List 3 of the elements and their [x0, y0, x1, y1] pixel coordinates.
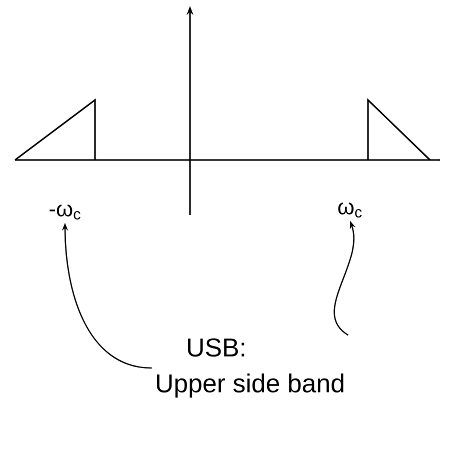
- axis-label: -ω$_{c}$: [50, 204, 80, 220]
- axis-label: ω$_{c}$: [338, 202, 362, 218]
- note-text: USB: Upper side band: [156, 338, 344, 398]
